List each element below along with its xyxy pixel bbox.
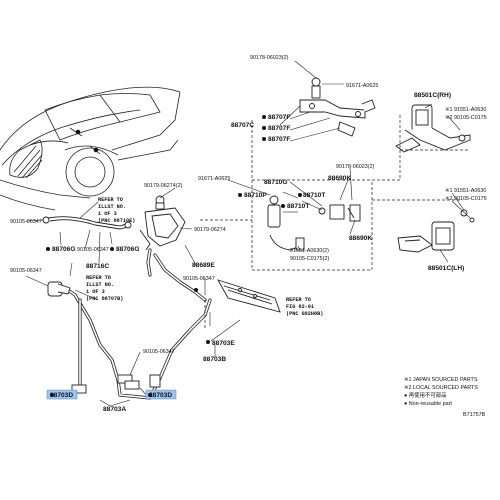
highlight-88703d-left <box>46 389 78 400</box>
label-88703b: 88703B <box>203 356 226 363</box>
svg-text:REFER TO: REFER TO <box>98 197 123 203</box>
legend-non-reusable-jp: ● 再使用不可部品 <box>404 391 447 399</box>
svg-text:1 OF 3: 1 OF 3 <box>86 289 105 295</box>
legend-japan: ※1 JAPAN SOURCED PARTS <box>404 377 478 383</box>
svg-text:1 OF 3: 1 OF 3 <box>98 211 117 217</box>
label-88710g: 88710G <box>264 179 287 186</box>
label-91551-a0630-mid: 91551-A0630(2) <box>290 248 329 254</box>
label-91671-a0625-mid: 91671-A0625 <box>198 176 230 182</box>
label-88689e: 88689E <box>192 262 215 269</box>
hose-88703a <box>47 248 212 400</box>
part-labels: 90178-06023(2) 91671-A0625 88501C(RH) ※1… <box>10 55 487 413</box>
label-88706g-2: 88706G <box>116 246 139 253</box>
legend-non-reusable: ● Non-reusable part <box>404 401 452 407</box>
label-88703d-left: 88703D <box>50 392 73 399</box>
sensor-88501c-lh <box>397 209 475 253</box>
label-91671-a0625-top: 91671-A0625 <box>346 83 378 89</box>
svg-text:ILLST NO.: ILLST NO. <box>86 282 114 288</box>
label-88707f-3: 88707F <box>268 136 290 143</box>
label-88710t-1: 88710T <box>303 192 325 199</box>
label-88703d-right: 88703D <box>149 392 172 399</box>
label-88716c: 88716C <box>86 263 109 270</box>
sensor-bracket-center <box>139 195 186 251</box>
label-91551-a0630-top: ※1 91551-A0630 <box>445 107 486 113</box>
label-88690k-b: 88690K <box>349 235 372 242</box>
non-reusable-markers <box>46 115 302 397</box>
leader-lines <box>25 60 471 407</box>
legend-local: ※2 LOCAL SOURCED PARTS <box>404 385 478 391</box>
cover-88703e <box>217 279 281 313</box>
label-90179-06274-top: 90179-06274(2) <box>144 183 183 189</box>
label-90105-06347-b: 90105-06347 <box>10 268 42 274</box>
label-90105-c0175-r: ※2 90105-C0175 <box>445 196 487 202</box>
label-88710t-2: 88710T <box>287 203 309 210</box>
label-88501c-lh: 88501C(LH) <box>428 265 464 272</box>
label-88707f-1: 88707F <box>268 114 290 121</box>
label-90105-c0175-top: ※2 90105-C0175 <box>445 115 487 121</box>
svg-text:FIG 82-01: FIG 82-01 <box>286 304 314 310</box>
svg-text:REFER TO: REFER TO <box>86 275 111 281</box>
label-91551-a0630-r: ※1 91551-A0630 <box>445 188 486 194</box>
reference-note-3: REFER TO FIG 82-01 (PNC G92H8B) <box>286 297 323 317</box>
label-88707f-2: 88707F <box>268 125 290 132</box>
label-88706g-1: 88706G <box>52 246 75 253</box>
reference-note-1: REFER TO ILLST NO. 1 OF 3 (PNC 88710E) <box>98 197 135 224</box>
label-90105-06347-c: 90105-06347 <box>77 247 109 253</box>
sensor-88501c-rh <box>395 104 471 153</box>
label-88703a: 88703A <box>103 406 126 413</box>
label-88703e: 88703E <box>212 340 235 347</box>
label-88501c-rh: 88501C(RH) <box>414 92 451 99</box>
label-88707c: 88707C <box>231 122 254 129</box>
label-90178-06023-mid: 90178-06023(2) <box>336 164 375 170</box>
svg-text:REFER TO: REFER TO <box>286 297 311 303</box>
label-90179-06274-mid: 90179-06274 <box>194 227 226 233</box>
highlight-88703d-right <box>145 389 177 400</box>
svg-text:(PNC G92H8B): (PNC G92H8B) <box>286 311 323 317</box>
sensor-88710g <box>267 195 361 251</box>
svg-text:(PNC 88707B): (PNC 88707B) <box>86 296 123 302</box>
label-90105-06347-a: 90105-06347 <box>10 219 42 225</box>
reference-note-2: REFER TO ILLST NO. 1 OF 3 (PNC 88707B) <box>86 275 123 302</box>
label-90105-c0175-mid: 90105-C0175(2) <box>290 256 329 262</box>
svg-text:(PNC 88710E): (PNC 88710E) <box>98 218 135 224</box>
sensor-link-left <box>42 216 132 230</box>
assembly-outlines <box>200 115 470 330</box>
svg-text:ILLST NO.: ILLST NO. <box>98 204 126 210</box>
link-88707c <box>299 77 376 137</box>
label-90105-06347-e: 90105-06347 <box>143 349 175 355</box>
figure-id: B71757B <box>463 412 486 418</box>
label-90178-06023: 90178-06023(2) <box>250 55 289 61</box>
label-90105-06347-d: 90105-06347 <box>183 276 215 282</box>
label-88710p: 88710P <box>244 192 267 199</box>
vehicle-front-illustration <box>0 86 181 211</box>
legend: ※1 JAPAN SOURCED PARTS ※2 LOCAL SOURCED … <box>404 377 478 407</box>
label-88690k: 88690K <box>328 175 351 182</box>
